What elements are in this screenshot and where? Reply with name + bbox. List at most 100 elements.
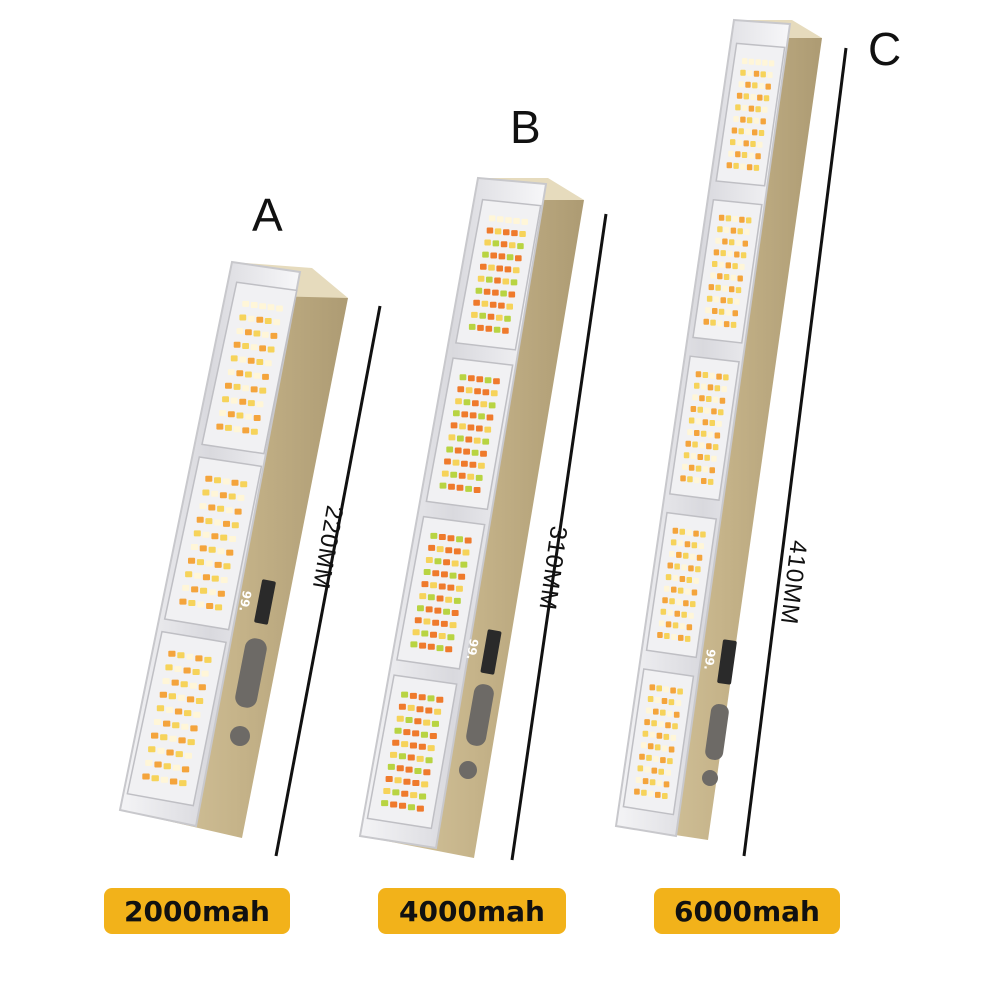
led-chip xyxy=(250,344,258,351)
led-chip xyxy=(670,539,677,546)
led-chip xyxy=(696,554,703,561)
led-chip xyxy=(253,330,261,337)
capacity-badge-c: 6000mah xyxy=(654,888,840,934)
led-chip xyxy=(709,372,715,379)
led-chip xyxy=(405,766,413,773)
led-chip xyxy=(250,386,258,393)
led-chip xyxy=(454,447,462,454)
led-chip xyxy=(723,274,730,280)
led-chip xyxy=(682,463,688,470)
led-chip xyxy=(700,383,707,390)
led-chip xyxy=(698,543,704,550)
led-chip xyxy=(695,418,702,425)
led-chip xyxy=(153,719,162,725)
led-chip xyxy=(468,375,475,382)
led-chip xyxy=(521,218,528,225)
led-chip xyxy=(748,105,755,112)
led-chip xyxy=(179,598,187,605)
led-chip xyxy=(193,711,201,718)
led-chip xyxy=(471,311,478,318)
led-chip xyxy=(423,569,431,575)
led-chip xyxy=(677,688,683,695)
lamp-a xyxy=(118,260,348,838)
led-chip xyxy=(741,105,748,111)
led-chip xyxy=(711,455,717,462)
led-chip xyxy=(704,454,710,461)
led-chip xyxy=(148,746,156,753)
led-chip xyxy=(216,423,224,430)
led-chip xyxy=(712,396,719,403)
led-chip xyxy=(493,326,501,333)
led-chip xyxy=(211,575,219,582)
led-chip xyxy=(227,369,235,376)
led-chip xyxy=(208,504,216,511)
led-chip xyxy=(755,106,761,113)
led-chip xyxy=(447,634,455,641)
led-chip xyxy=(665,574,672,581)
led-chip xyxy=(480,450,487,457)
led-chip xyxy=(475,474,483,481)
led-chip xyxy=(492,240,500,247)
led-chip xyxy=(396,765,404,772)
led-chip xyxy=(686,529,692,536)
led-chip xyxy=(648,790,654,797)
led-chip xyxy=(502,278,510,285)
led-chip xyxy=(674,610,680,617)
led-chip xyxy=(714,432,721,439)
led-chip xyxy=(419,642,427,649)
led-chip xyxy=(256,401,264,408)
led-chip xyxy=(697,406,703,413)
led-chip xyxy=(219,410,227,416)
led-chip xyxy=(242,343,249,349)
led-chip xyxy=(398,753,406,760)
led-chip xyxy=(168,693,176,700)
led-chip xyxy=(441,470,449,477)
led-chip xyxy=(708,284,714,291)
led-chip xyxy=(416,706,424,713)
led-chip xyxy=(662,793,668,799)
led-chip xyxy=(706,443,712,450)
led-chip xyxy=(394,777,402,784)
led-chip xyxy=(190,544,198,550)
led-chip xyxy=(664,585,670,592)
led-chip xyxy=(760,71,766,78)
led-chip xyxy=(700,430,707,437)
led-chip xyxy=(233,341,241,348)
led-chip xyxy=(387,763,395,770)
led-chip xyxy=(478,462,485,469)
led-chip xyxy=(691,542,698,549)
led-chip xyxy=(189,682,197,689)
led-chip xyxy=(506,254,514,261)
led-chip xyxy=(429,733,437,739)
led-chip xyxy=(410,641,418,648)
led-chip xyxy=(225,382,232,389)
led-chip xyxy=(449,572,457,579)
led-chip xyxy=(425,707,433,714)
led-chip xyxy=(240,481,248,488)
led-chip xyxy=(702,419,709,426)
led-chip xyxy=(490,252,497,259)
led-chip xyxy=(653,708,659,715)
led-chip xyxy=(647,696,654,702)
led-chip xyxy=(497,216,504,223)
led-chip xyxy=(506,303,513,310)
led-chip xyxy=(441,571,448,578)
led-chip xyxy=(634,788,640,795)
led-chip xyxy=(670,734,677,741)
led-chip xyxy=(488,264,495,271)
led-chip xyxy=(718,214,725,221)
led-chip xyxy=(494,228,502,235)
led-chip xyxy=(489,301,497,308)
led-chip xyxy=(729,286,735,293)
led-chip xyxy=(743,93,749,100)
led-chip xyxy=(687,476,693,483)
battery-readout-c: 99. xyxy=(701,648,718,672)
led-chip xyxy=(704,407,710,414)
led-chip xyxy=(423,719,431,726)
led-chip xyxy=(401,691,409,698)
led-chip xyxy=(276,305,283,312)
led-chip xyxy=(162,678,170,685)
led-chip xyxy=(225,424,232,431)
led-chip xyxy=(684,541,691,548)
led-chip xyxy=(239,398,247,405)
